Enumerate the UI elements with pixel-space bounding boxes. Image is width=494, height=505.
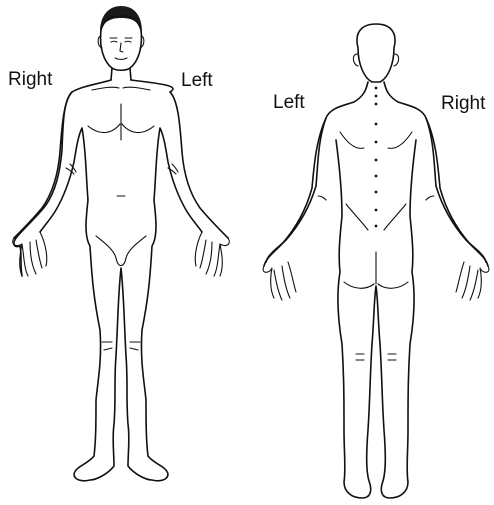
back-hand-left xyxy=(263,262,296,300)
back-ear-left xyxy=(353,54,358,66)
back-scapula-right xyxy=(388,132,412,148)
back-elbow-left xyxy=(318,196,326,200)
back-knee-right xyxy=(388,354,396,360)
back-scapula-left xyxy=(340,132,364,148)
front-arm-left xyxy=(170,92,228,238)
front-body-outline xyxy=(14,80,202,481)
back-elbow-right xyxy=(426,196,434,200)
back-spine xyxy=(375,87,378,228)
front-groin xyxy=(96,236,146,266)
front-figure xyxy=(13,6,230,481)
front-face xyxy=(110,38,132,60)
front-collarbones xyxy=(92,87,150,90)
front-knee-left xyxy=(130,342,140,350)
back-neck xyxy=(354,82,398,102)
back-arm-right xyxy=(426,118,488,266)
front-hair xyxy=(100,6,142,32)
back-head xyxy=(357,24,395,82)
front-arm-right xyxy=(14,92,72,238)
back-hand-right xyxy=(456,262,489,300)
back-ear-right xyxy=(394,54,399,66)
front-hand-left xyxy=(195,232,229,276)
back-arm-left xyxy=(264,118,326,266)
back-figure xyxy=(263,24,489,498)
back-buttocks xyxy=(344,252,408,288)
front-hand-right xyxy=(13,232,47,276)
front-knee-right xyxy=(102,342,112,350)
back-knee-left xyxy=(356,354,364,360)
